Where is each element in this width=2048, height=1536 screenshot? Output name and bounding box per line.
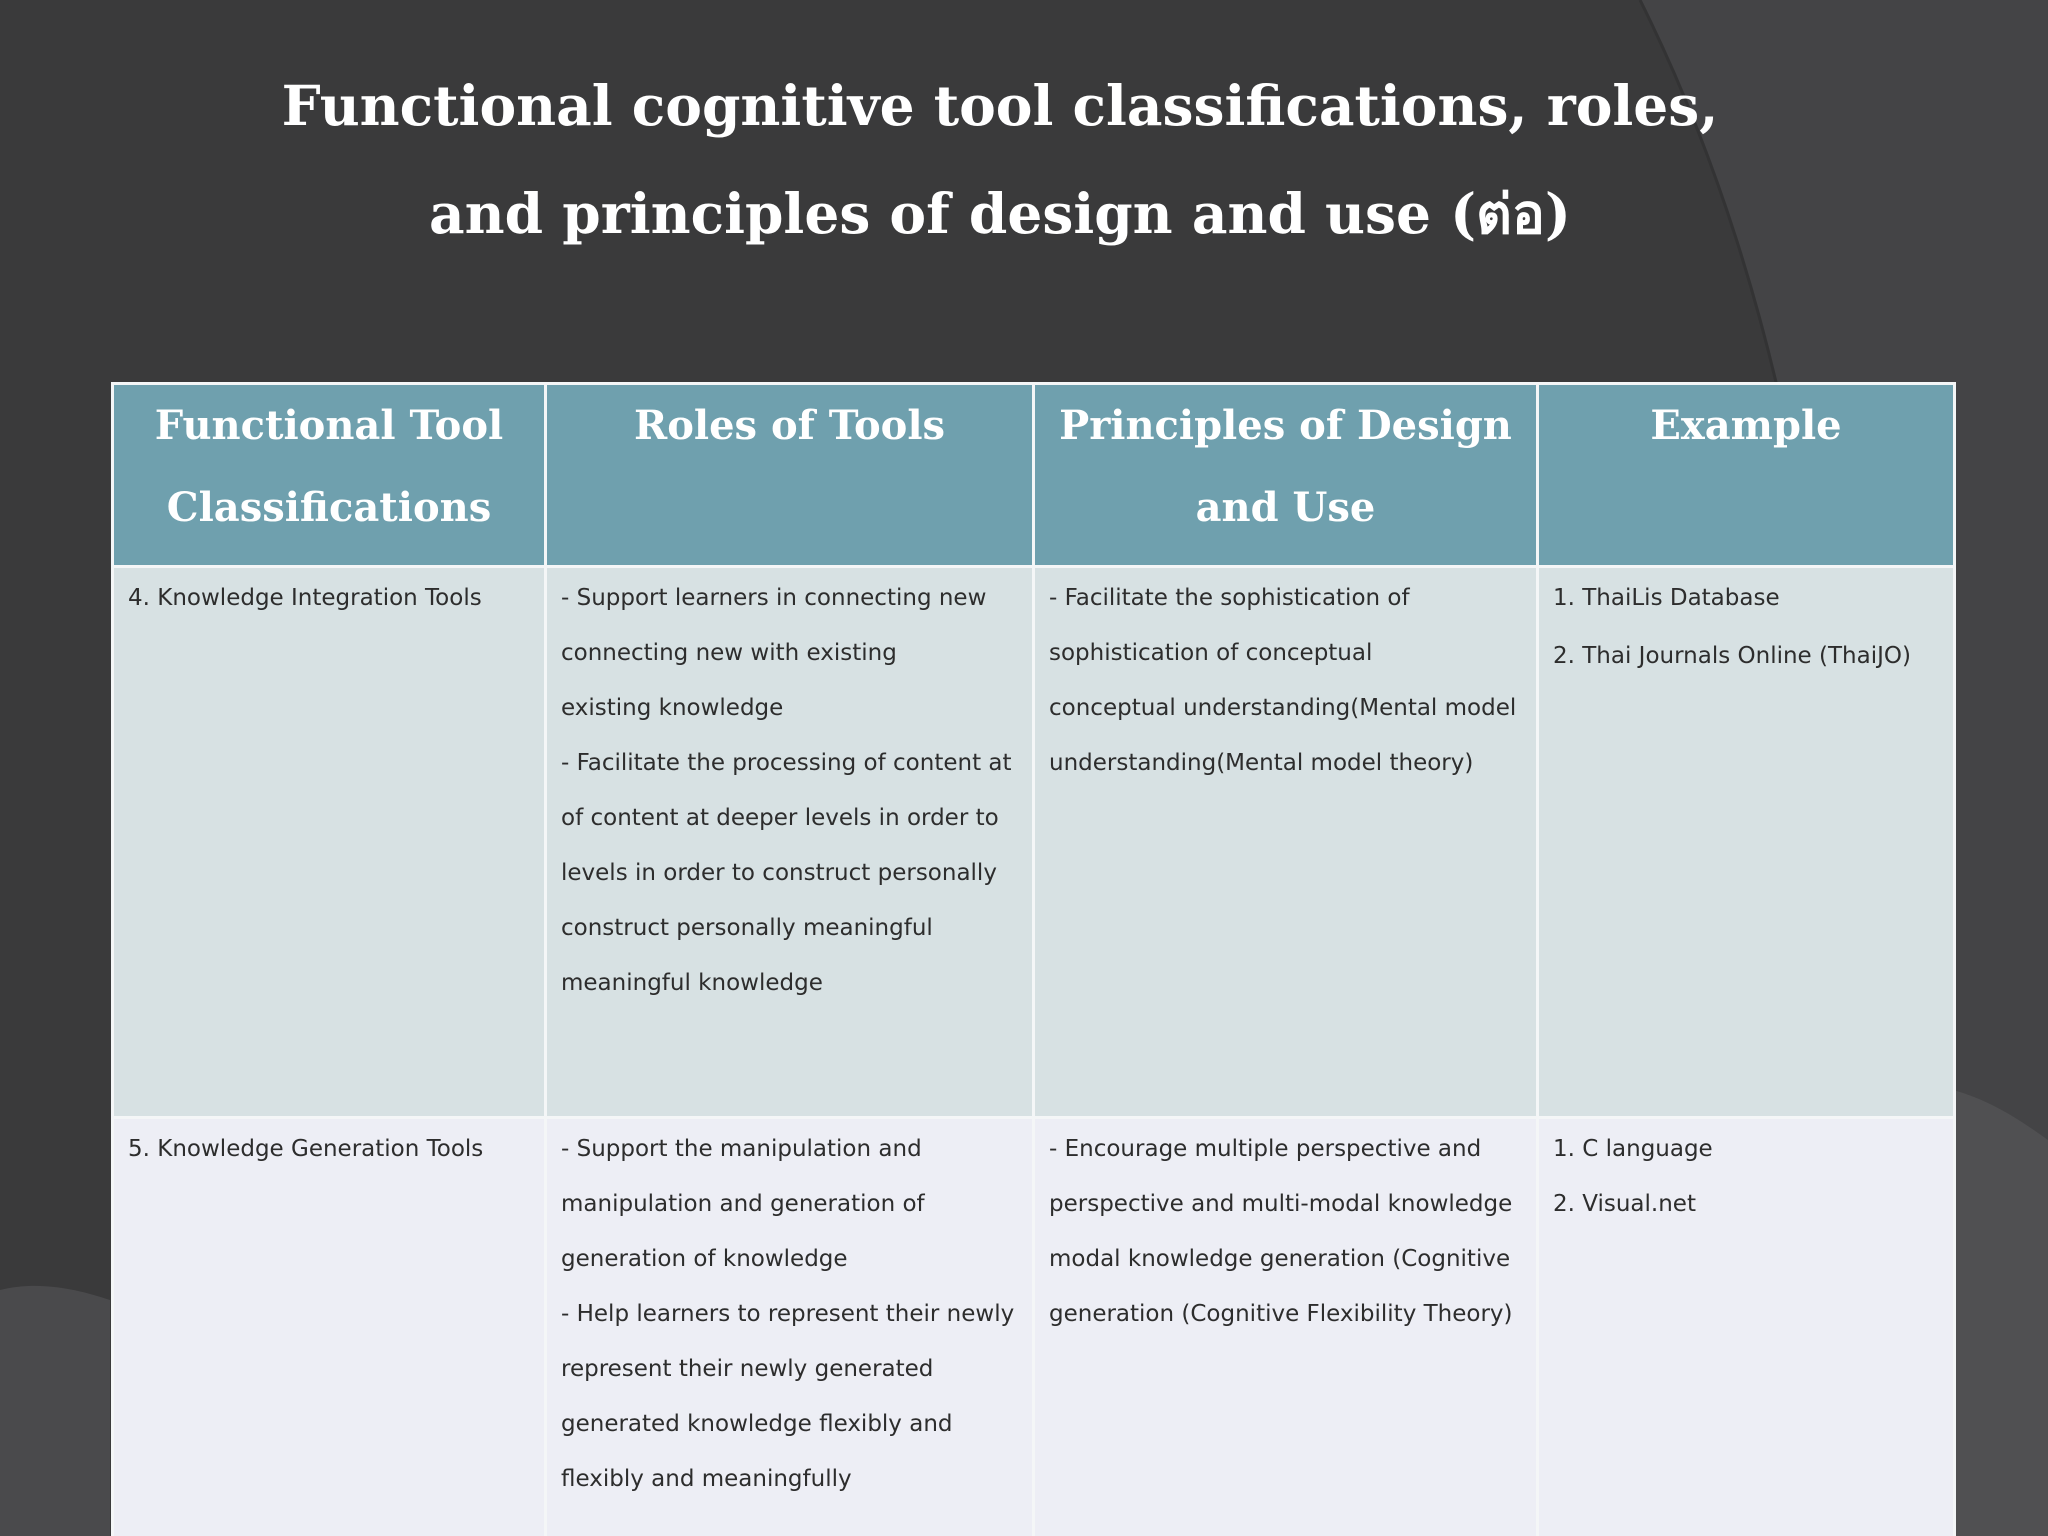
example-item: 1. C language: [1553, 1136, 1713, 1162]
header-example: Example: [1536, 382, 1956, 568]
slide-title: Functional cognitive tool classification…: [0, 52, 2000, 268]
slide-title-line-2: and principles of design and use (ต่อ): [429, 181, 1571, 246]
example-item: 2. Thai Journals Online (ThaiJO): [1553, 643, 1911, 669]
example-cell: 1. ThaiLis Database 2. Thai Journals Onl…: [1536, 565, 1956, 1119]
roles-cell: - Support the manipulation and manipulat…: [544, 1116, 1035, 1536]
table-row: 4. Knowledge Integration Tools - Support…: [111, 565, 1956, 1119]
roles-cell: - Support learners in connecting new con…: [544, 565, 1035, 1119]
classification-cell: 4. Knowledge Integration Tools: [111, 565, 547, 1119]
classification-table: Functional Tool Classifications Roles of…: [111, 382, 1956, 1536]
header-roles: Roles of Tools: [544, 382, 1035, 568]
header-principles: Principles of Design and Use: [1032, 382, 1539, 568]
principles-cell: - Encourage multiple perspective and per…: [1032, 1116, 1539, 1536]
table-row: 5. Knowledge Generation Tools - Support …: [111, 1116, 1956, 1536]
classification-cell: 5. Knowledge Generation Tools: [111, 1116, 547, 1536]
example-item: 2. Visual.net: [1553, 1191, 1696, 1217]
table-header-row: Functional Tool Classifications Roles of…: [111, 382, 1956, 568]
principles-cell: - Facilitate the sophistication of sophi…: [1032, 565, 1539, 1119]
example-item: 1. ThaiLis Database: [1553, 585, 1780, 611]
slide-title-line-1: Functional cognitive tool classification…: [281, 73, 1719, 138]
header-classification: Functional Tool Classifications: [111, 382, 547, 568]
example-cell: 1. C language 2. Visual.net: [1536, 1116, 1956, 1536]
